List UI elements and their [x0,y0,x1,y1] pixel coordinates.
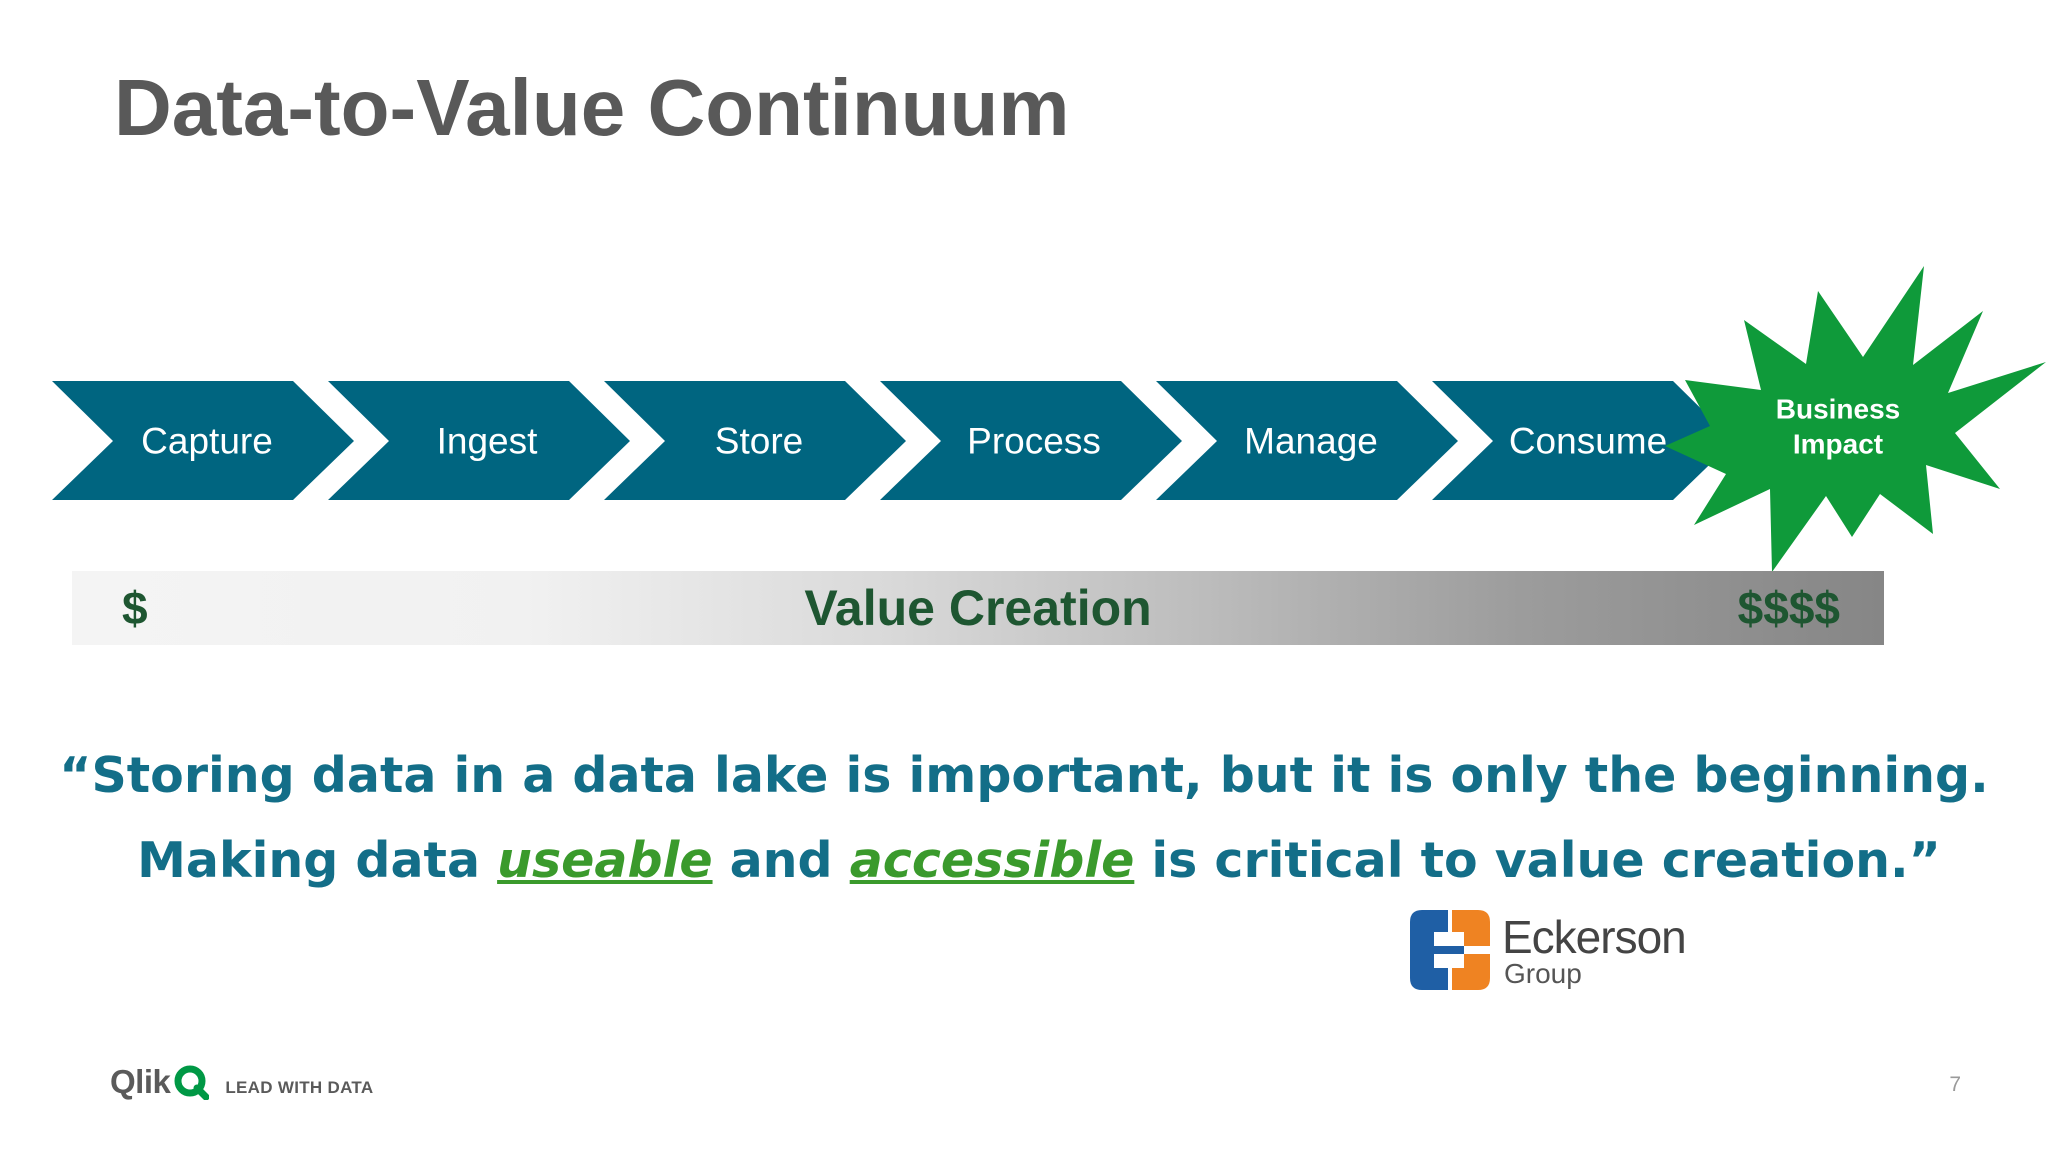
chevron-label-process: Process [967,421,1101,462]
page-number: 7 [1949,1073,1961,1096]
qlik-wordmark: Qlik [110,1063,171,1100]
chevron-manage: Manage [1156,381,1458,500]
chevron-label-capture: Capture [141,421,273,462]
chevron-label-store: Store [715,421,803,462]
chevron-consume: Consume [1432,381,1734,500]
chevron-ingest: Ingest [328,381,630,500]
chevron-label-manage: Manage [1244,421,1378,462]
business-impact-burst: Business Impact [1665,266,2046,572]
chevron-label-ingest: Ingest [437,421,539,462]
quote-line-2-middle: and [712,832,850,889]
burst-label-line2: Impact [1793,429,1883,460]
eckerson-name: Eckerson [1502,911,1687,963]
chevron-label-consume: Consume [1509,421,1667,462]
quote-line-1: “Storing data in a data lake is importan… [59,747,1989,804]
qlik-logo: Qlik LEAD WITH DATA [110,1062,373,1102]
quote-line-2-end: is critical to value creation.” [1134,832,1941,889]
chevron-process: Process [880,381,1182,500]
value-creation-label: Value Creation [804,580,1152,636]
value-low-label: $ [122,582,148,634]
chevron-store: Store [604,381,906,500]
value-creation-bar: $ Value Creation $$$$ [72,571,1884,645]
burst-label-line1: Business [1776,394,1901,425]
chevron-capture: Capture [52,381,354,500]
value-high-label: $$$$ [1737,582,1840,634]
quote-emphasis-accessible: accessible [849,832,1135,889]
quote-emphasis-useable: useable [497,832,713,889]
quote-line-2: Making data useable and accessible is cr… [0,832,2048,889]
eckerson-mark-icon [1410,910,1490,990]
eckerson-group-logo: Eckerson Group [1408,908,1708,994]
qlik-tagline: LEAD WITH DATA [225,1078,374,1097]
quote-line-2-start: Making data [137,832,498,889]
qlik-q-icon [174,1065,210,1100]
slide-title: Data-to-Value Continuum [114,63,1070,152]
eckerson-sub: Group [1504,958,1582,989]
